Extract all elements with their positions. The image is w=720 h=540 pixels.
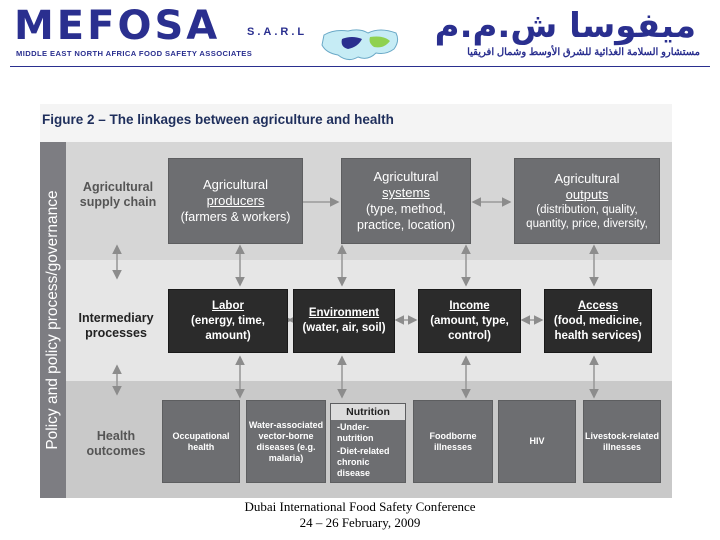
box-occupational-health: Occupational health (162, 400, 240, 483)
row-label-supply-chain: Agricultural supply chain (79, 180, 157, 209)
nutrition-item: -Diet-related chronic disease (337, 446, 390, 478)
box-agricultural-producers: Agricultural producers (farmers & worker… (168, 158, 303, 244)
box-hiv: HIV (498, 400, 576, 483)
box-agricultural-systems: Agricultural systems (type, method, prac… (341, 158, 471, 244)
logo-text-en: MEFOSA (14, 3, 221, 49)
footer-conference: Dubai International Food Safety Conferen… (244, 499, 476, 514)
header-divider (10, 66, 710, 67)
box-environment: Environment (water, air, soil) (293, 289, 395, 353)
footer-dates: 24 – 26 February, 2009 (299, 515, 421, 530)
policy-side-bar (40, 142, 66, 498)
logo-text-ar: ميفوسا ش.م.م (434, 6, 696, 46)
box-agricultural-outputs: Agricultural outputs (distribution, qual… (514, 158, 660, 244)
logo-tagline: MIDDLE EAST NORTH AFRICA FOOD SAFETY ASS… (16, 49, 253, 58)
figure-panel: Figure 2 – The linkages between agricult… (40, 104, 672, 498)
box-labor: Labor (energy, time, amount) (168, 289, 288, 353)
nutrition-title: Nutrition (331, 404, 405, 420)
box-livestock-illnesses: Livestock-related illnesses (583, 400, 661, 483)
box-nutrition: Nutrition -Under-nutrition -Diet-related… (330, 403, 406, 483)
mena-map-icon (321, 29, 399, 61)
row-label-health: Health outcomes (86, 429, 146, 458)
logo-suffix: S.A.R.L (247, 26, 308, 38)
figure-title: Figure 2 – The linkages between agricult… (42, 112, 394, 127)
nutrition-item: -Under-nutrition (337, 422, 374, 443)
box-foodborne-illnesses: Foodborne illnesses (413, 400, 493, 483)
row-label-intermediary: Intermediary processes (78, 311, 154, 340)
header-banner: MEFOSA S.A.R.L MIDDLE EAST NORTH AFRICA … (0, 0, 720, 68)
box-income: Income (amount, type, control) (418, 289, 521, 353)
logo-tagline-ar: مستشارو السلامة الغذائية للشرق الأوسط وش… (467, 47, 700, 58)
footer: Dubai International Food Safety Conferen… (0, 499, 720, 531)
box-water-diseases: Water-associated vector-borne diseases (… (246, 400, 326, 483)
box-access: Access (food, medicine, health services) (544, 289, 652, 353)
